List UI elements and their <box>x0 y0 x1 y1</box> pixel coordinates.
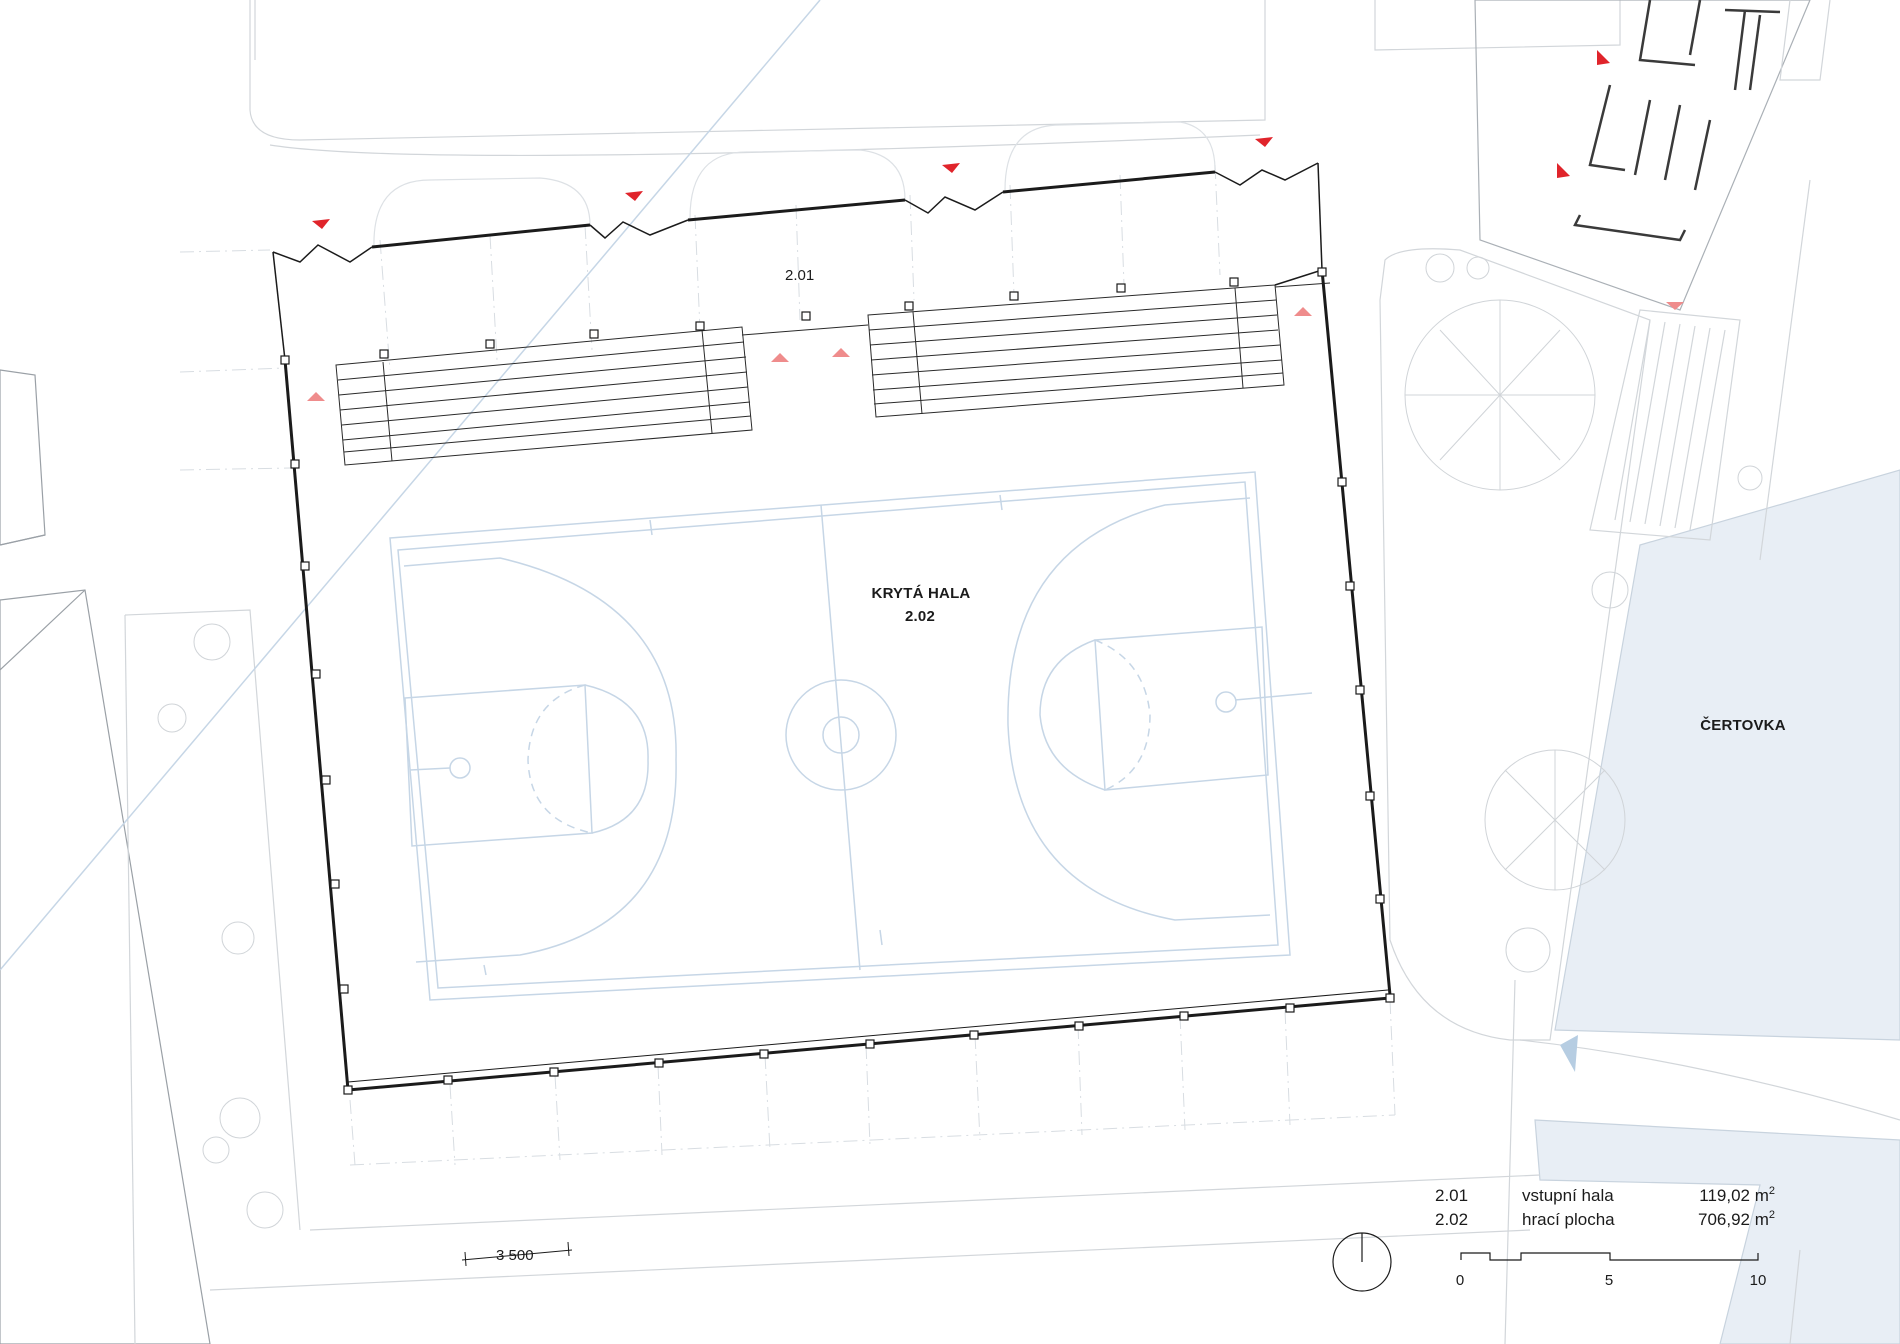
dimension-3500 <box>461 1241 573 1267</box>
tree-icon <box>202 1136 230 1164</box>
north-marker-icon <box>1560 1035 1578 1072</box>
entry-marker-icon <box>312 219 330 229</box>
bleachers <box>335 282 1331 466</box>
north-arrow-icon <box>1332 1232 1392 1292</box>
entry-marker-icon <box>625 191 643 201</box>
bleacher-left <box>335 326 753 466</box>
entrance-hall-label: 2.01 <box>785 267 814 284</box>
tree-icon <box>1404 299 1596 491</box>
building-right-walls <box>1573 0 1781 242</box>
building-left-upper <box>0 369 46 546</box>
entry-marker-icon <box>1255 137 1273 147</box>
tree-icon <box>1505 927 1551 973</box>
entry-markers <box>307 50 1684 1072</box>
hall-code-label: 2.02 <box>905 608 935 625</box>
scale-tick-0: 0 <box>1456 1272 1464 1289</box>
entry-marker-icon <box>1294 307 1312 316</box>
tree-icon <box>1737 465 1763 491</box>
hall-name-label: KRYTÁ HALA <box>872 585 971 602</box>
legend-area-1: 119,02 m2 <box>1699 1185 1775 1205</box>
dimension-label: 3 500 <box>496 1247 534 1264</box>
structural-grid <box>179 164 1396 1166</box>
bleacher-right <box>867 284 1285 418</box>
legend-name-2: hrací plocha <box>1522 1210 1615 1229</box>
entry-marker-icon <box>1666 302 1684 310</box>
tree-icon <box>1425 253 1455 283</box>
tree-icon <box>157 703 187 733</box>
tree-icon <box>1484 749 1626 891</box>
tree-icon <box>1466 256 1490 280</box>
tree-icon <box>193 623 231 661</box>
tree-icon <box>219 1097 261 1139</box>
legend-code-1: 2.01 <box>1435 1186 1468 1205</box>
columns <box>280 267 1395 1095</box>
tree-icon <box>246 1191 284 1229</box>
tree-icon <box>221 921 255 955</box>
scale-tick-10: 10 <box>1750 1272 1767 1289</box>
legend-code-2: 2.02 <box>1435 1210 1468 1229</box>
entry-marker-icon <box>1557 163 1570 178</box>
entry-marker-icon <box>307 392 325 401</box>
center-dot <box>822 716 860 754</box>
canopy-bays <box>373 121 1216 249</box>
entry-marker-icon <box>832 348 850 357</box>
river-lower <box>1534 1119 1900 1344</box>
legend-area-2: 706,92 m2 <box>1698 1209 1775 1229</box>
legend-name-1: vstupní hala <box>1522 1186 1614 1205</box>
entry-marker-icon <box>771 353 789 362</box>
river-label: ČERTOVKA <box>1700 716 1786 734</box>
entry-marker-icon <box>942 163 960 173</box>
center-circle <box>785 679 897 791</box>
building-right <box>1474 0 1811 311</box>
basketball-court <box>0 0 1313 1001</box>
river-certovka <box>1554 469 1900 1041</box>
scale-tick-5: 5 <box>1605 1272 1613 1289</box>
entry-marker-icon <box>1597 50 1610 65</box>
building-left-lower <box>0 589 211 1344</box>
area-legend: 2.01 vstupní hala 119,02 m2 2.02 hrací p… <box>1435 1185 1775 1229</box>
tree-icon <box>1591 571 1629 609</box>
trees <box>157 253 1763 1229</box>
court-inner <box>397 481 1279 989</box>
scale-bar <box>1460 1252 1759 1261</box>
